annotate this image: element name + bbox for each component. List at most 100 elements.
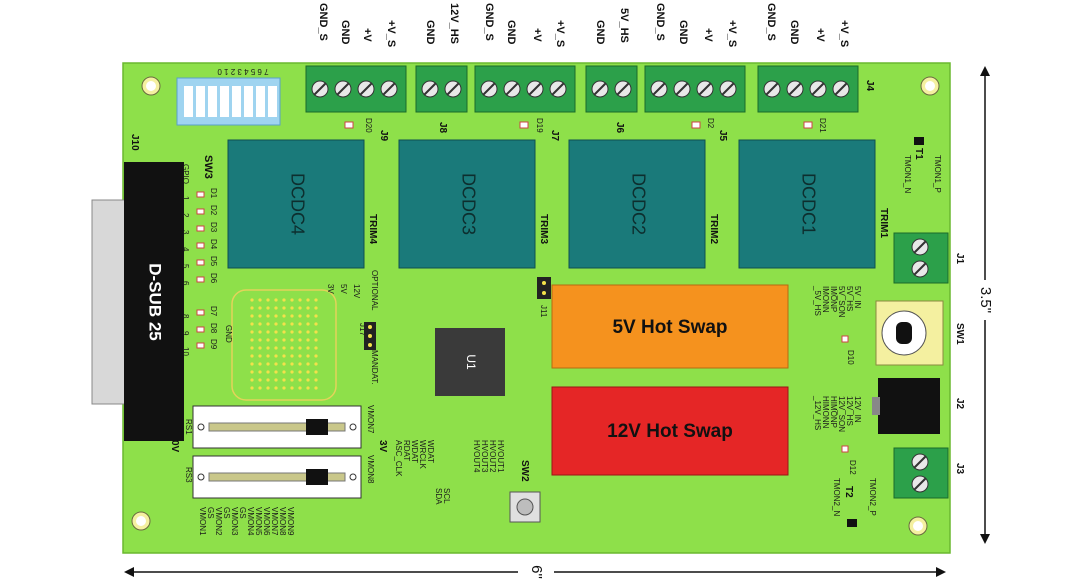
svg-text:GND: GND xyxy=(677,20,689,45)
svg-text:RDAT: RDAT xyxy=(402,440,411,461)
svg-text:VMON7: VMON7 xyxy=(270,507,279,536)
svg-text:WRCLK: WRCLK xyxy=(418,440,427,470)
svg-text:5V_SON: 5V_SON xyxy=(837,286,846,318)
svg-text:VMON8: VMON8 xyxy=(278,507,287,536)
sw3-label: SW3 xyxy=(202,155,214,179)
terminal-j3 xyxy=(893,447,949,499)
svg-text:D6: D6 xyxy=(209,273,218,284)
svg-text:D8: D8 xyxy=(209,323,218,334)
svg-text:+V: +V xyxy=(361,28,373,42)
dip-switch: 7 6 5 4 3 2 1 0 xyxy=(176,67,281,126)
zero-volt-label: 0V xyxy=(169,440,180,453)
trim2-label: TRIM2 xyxy=(708,214,719,244)
d2-label: D2 xyxy=(706,118,715,129)
tmon2p-label: TMON2_P xyxy=(868,478,877,516)
svg-text:GND_S: GND_S xyxy=(765,3,777,41)
svg-text:HIMONP: HIMONP xyxy=(829,396,838,428)
d21-label: D21 xyxy=(818,118,827,133)
svg-text:GS: GS xyxy=(222,507,231,519)
svg-text:10: 10 xyxy=(181,347,190,356)
svg-text:VMON1: VMON1 xyxy=(198,507,207,536)
j9-label: J9 xyxy=(378,130,389,142)
svg-text:VMON9: VMON9 xyxy=(286,507,295,536)
j3-label: J3 xyxy=(954,463,965,475)
svg-text:+V: +V xyxy=(531,28,543,42)
svg-text:HVOUT4: HVOUT4 xyxy=(472,440,481,473)
svg-text:4: 4 xyxy=(181,247,190,252)
svg-text:GND_S: GND_S xyxy=(317,3,329,41)
svg-text:HVOUT1: HVOUT1 xyxy=(496,440,505,473)
terminal-j8 xyxy=(415,65,468,113)
svg-text:DCDC3: DCDC3 xyxy=(458,173,478,235)
svg-text:+V_S: +V_S xyxy=(726,20,738,47)
sw2-pushbutton xyxy=(509,491,541,523)
svg-text:D9: D9 xyxy=(209,339,218,350)
gpio-label: GPIO xyxy=(181,164,190,184)
rail-12v: 12V xyxy=(352,284,361,299)
gnd-label: GND xyxy=(224,325,233,343)
j1-label: J1 xyxy=(954,253,965,265)
svg-text:GND: GND xyxy=(505,20,517,45)
j10-label: J10 xyxy=(129,134,140,151)
svg-text:5V_IN: 5V_IN xyxy=(853,286,862,308)
tmon1p-label: TMON1_P xyxy=(933,155,942,193)
dcdc-module-2: DCDC2 xyxy=(568,139,706,269)
svg-text:+V: +V xyxy=(702,28,714,42)
svg-text:5: 5 xyxy=(181,264,190,269)
rail-5v: 5V xyxy=(339,284,348,294)
jumper-j11 xyxy=(537,277,551,299)
slider-rs1 xyxy=(192,405,362,449)
svg-text:12V Hot Swap: 12V Hot Swap xyxy=(607,421,733,442)
svg-text:DCDC4: DCDC4 xyxy=(287,173,307,235)
svg-text:9: 9 xyxy=(181,331,190,336)
svg-text:GND: GND xyxy=(339,20,351,45)
svg-text:6: 6 xyxy=(181,281,190,286)
mounting-holes xyxy=(131,76,940,536)
j17-label: J17 xyxy=(358,323,367,336)
sw1-label: SW1 xyxy=(954,323,965,345)
svg-text:5V_HS: 5V_HS xyxy=(845,286,854,311)
slider-rs3 xyxy=(192,455,362,499)
j6-label: J6 xyxy=(614,122,625,134)
j8-label: J8 xyxy=(437,122,448,134)
u1-chip: U1 xyxy=(435,328,505,396)
svg-text:GND_S: GND_S xyxy=(483,3,495,41)
t2-sensor xyxy=(847,519,857,527)
led-id-column: D1 D2 D3 D4 D5 D6 D7 D8 D9 xyxy=(209,188,218,350)
svg-text:D-SUB 25: D-SUB 25 xyxy=(146,263,165,340)
d10-led xyxy=(841,335,849,343)
d10-label: D10 xyxy=(846,350,855,365)
svg-text:_12V_HS: _12V_HS xyxy=(813,395,822,430)
d20-label: D20 xyxy=(364,118,373,133)
vmon7-label: VMON7 xyxy=(366,405,375,434)
svg-text:+V_S: +V_S xyxy=(838,20,850,47)
rs1-label: RS1 xyxy=(184,419,193,435)
terminal-pin-labels: GND_S GND +V +V_S GND 12V_HS GND_S GND +… xyxy=(317,3,850,47)
optional-label: OPTIONAL xyxy=(370,270,379,311)
vmon-label-row: VMON1 GS VMON2 GS VMON3 GS VMON4 VMON5 V… xyxy=(198,507,295,536)
dcdc-module-1: DCDC1 xyxy=(738,139,876,269)
gpio-leds xyxy=(196,191,205,349)
tmon2n-label: TMON2_N xyxy=(832,478,841,516)
svg-text:GND: GND xyxy=(788,20,800,45)
svg-text:HVOUT2: HVOUT2 xyxy=(488,440,497,473)
jumper-j17 xyxy=(364,322,376,350)
svg-text:D3: D3 xyxy=(209,222,218,233)
svg-text:+V_S: +V_S xyxy=(385,20,397,47)
status-leds xyxy=(344,121,813,129)
trim3-label: TRIM3 xyxy=(538,214,549,244)
terminal-j6 xyxy=(585,65,638,113)
width-dimension: 6" xyxy=(124,561,946,583)
tmon1n-label: TMON1_N xyxy=(903,155,912,193)
t2-label: T2 xyxy=(843,486,854,498)
svg-text:8: 8 xyxy=(181,314,190,319)
terminal-j4 xyxy=(757,65,859,113)
d12-label: D12 xyxy=(848,460,857,475)
svg-text:+V_S: +V_S xyxy=(554,20,566,47)
j11-label: J11 xyxy=(539,305,548,318)
svg-text:VMON5: VMON5 xyxy=(254,507,263,536)
svg-text:VMON2: VMON2 xyxy=(214,507,223,536)
t1-label: T1 xyxy=(913,148,924,160)
dsub25-connector: D-SUB 25 xyxy=(91,162,184,441)
